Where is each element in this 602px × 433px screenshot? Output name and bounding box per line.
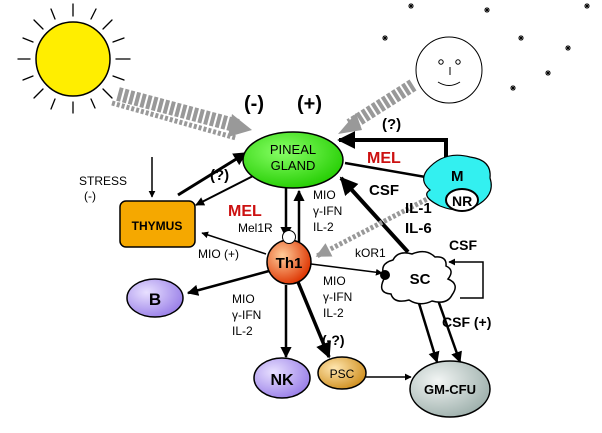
kor1-label: kOR1 bbox=[355, 246, 386, 260]
csf-right-label: CSF bbox=[449, 237, 477, 253]
moon-light-rays bbox=[338, 79, 417, 134]
mio-left-label: MIO bbox=[232, 292, 255, 306]
macrophage-to-th1-gray-arrow bbox=[315, 194, 433, 259]
il2-top-label: IL-2 bbox=[313, 220, 334, 234]
th1-cell: Th1 bbox=[266, 239, 312, 285]
sun-light-rays bbox=[111, 87, 252, 141]
pathway-arrows bbox=[148, 131, 484, 381]
macrophage-label: M bbox=[451, 168, 464, 185]
nr-label: NR bbox=[452, 193, 472, 209]
moon-face-icon bbox=[415, 36, 483, 104]
pineal-label-line2: GLAND bbox=[271, 158, 316, 173]
gm-cfu-cell: GM-CFU bbox=[409, 360, 491, 418]
night-light-effect-positive: (+) bbox=[297, 93, 322, 115]
stress-label: STRESS bbox=[79, 174, 127, 188]
il6-label: IL-6 bbox=[405, 220, 432, 237]
stem-cell: SC bbox=[380, 250, 456, 305]
il1-label: IL-1 bbox=[405, 200, 432, 217]
pineal-label-line1: PINEAL bbox=[270, 142, 316, 157]
mel-label-left: MEL bbox=[228, 203, 262, 220]
mio-mid-label: MIO bbox=[323, 274, 346, 288]
mel-label-right: MEL bbox=[367, 150, 401, 167]
il2-left-label: IL-2 bbox=[232, 324, 253, 338]
thymus: THYMUS bbox=[119, 200, 196, 248]
gifn-mid-label: γ-IFN bbox=[323, 290, 352, 304]
gifn-left-label: γ-IFN bbox=[232, 308, 261, 322]
psc-label: PSC bbox=[330, 367, 355, 381]
mio-plus-label: MIO (+) bbox=[198, 247, 239, 261]
stress-sign: (-) bbox=[84, 189, 96, 203]
mel1r-receptor bbox=[282, 230, 296, 244]
question-left: (?) bbox=[210, 167, 229, 184]
csf-plus-label: CSF (+) bbox=[442, 314, 491, 330]
mio-top-label: MIO bbox=[313, 188, 336, 202]
pineal-gland: PINEAL GLAND bbox=[242, 131, 344, 189]
star-icon bbox=[382, 3, 590, 91]
kor1-receptor bbox=[380, 270, 390, 280]
b-cell-label: B bbox=[149, 290, 161, 309]
sc-label: SC bbox=[410, 271, 431, 288]
nk-cell: NK bbox=[253, 357, 311, 399]
sun-icon bbox=[17, 3, 131, 114]
th1-label: Th1 bbox=[276, 255, 303, 272]
psc-sign-label: (-?) bbox=[322, 332, 345, 348]
night-light-effect-negative: (-) bbox=[244, 93, 264, 115]
psc-cell: PSC bbox=[317, 356, 367, 390]
nr-receptor: NR bbox=[445, 188, 479, 212]
nk-cell-label: NK bbox=[270, 372, 294, 389]
gifn-top-label: γ-IFN bbox=[313, 204, 342, 218]
question-top-right: (?) bbox=[382, 116, 401, 133]
b-cell: B bbox=[126, 278, 184, 318]
thymus-label: THYMUS bbox=[132, 219, 183, 233]
gm-cfu-label: GM-CFU bbox=[424, 382, 476, 397]
il2-mid-label: IL-2 bbox=[323, 306, 344, 320]
csf-diag-label: CSF bbox=[369, 182, 399, 199]
mel1r-label: Mel1R bbox=[238, 221, 273, 235]
